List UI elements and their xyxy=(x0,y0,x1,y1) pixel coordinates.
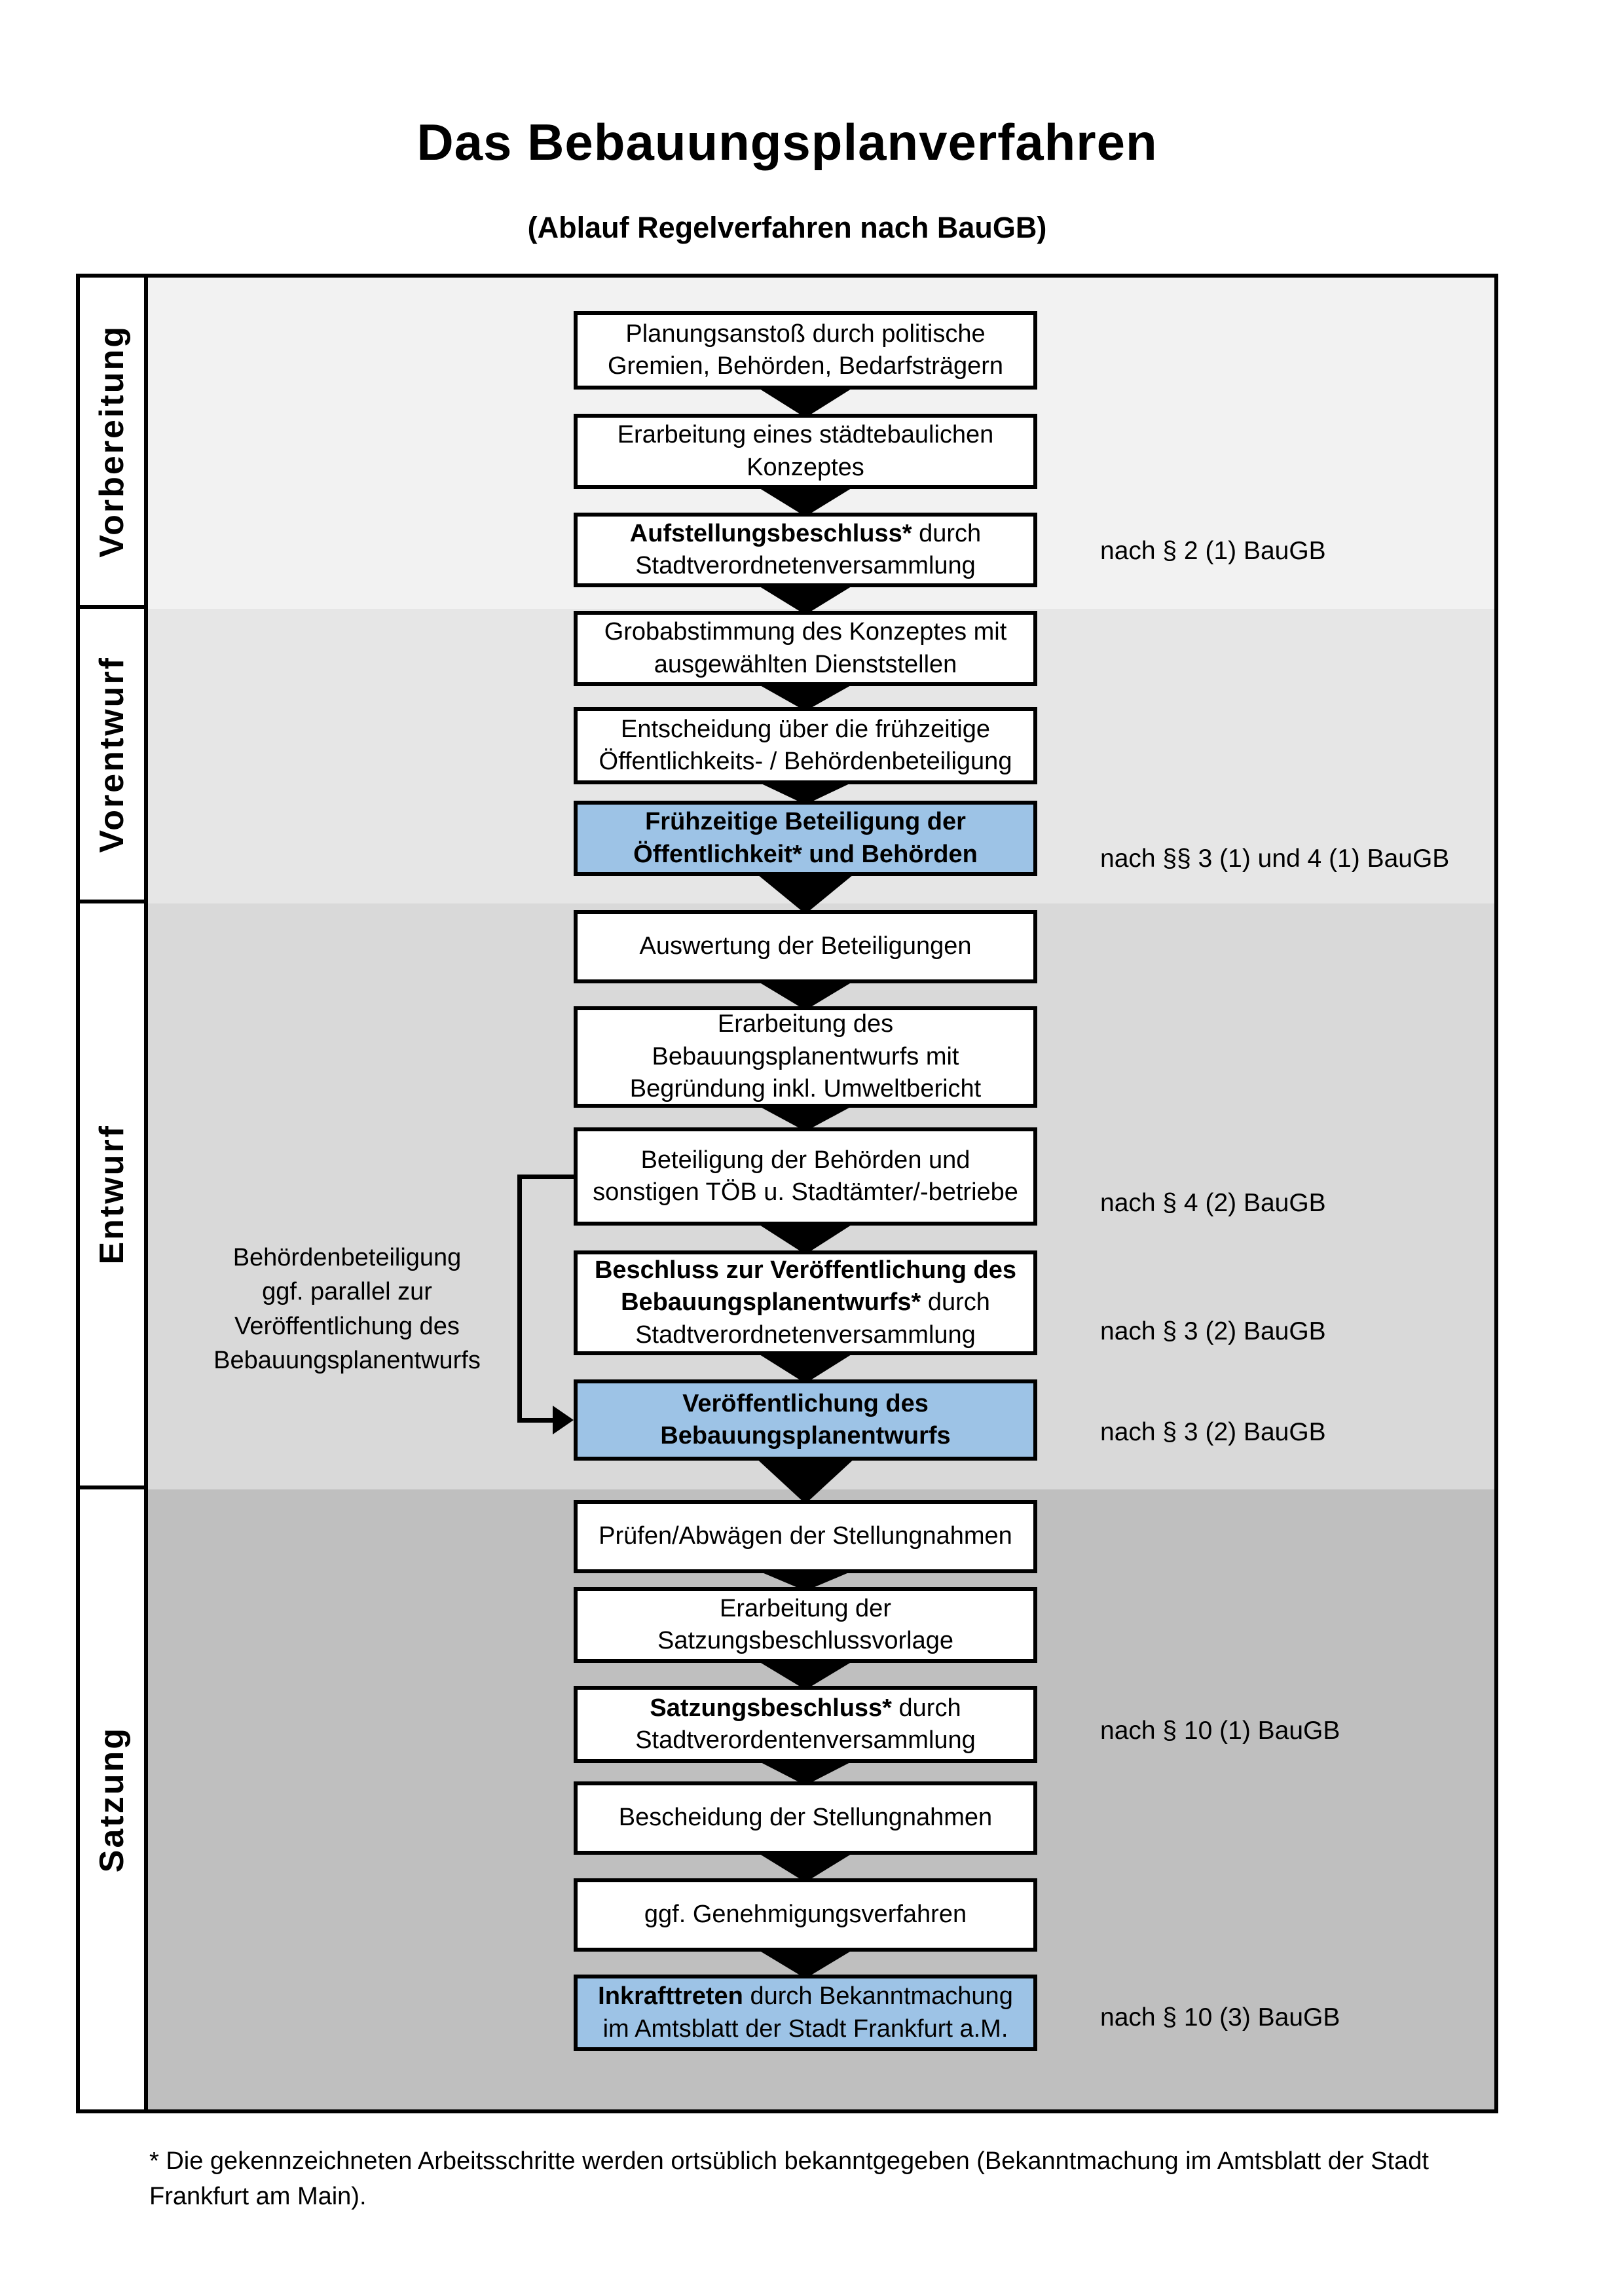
step-genehmigungsverfahren: ggf. Genehmigungsverfahren xyxy=(574,1878,1037,1952)
step-fruehzeitige-beteiligung: Frühzeitige Beteiligung der Öffentlichke… xyxy=(574,801,1037,876)
flow-arrow-down-icon xyxy=(754,485,857,517)
connector-line-bottom xyxy=(517,1418,554,1423)
footnote: * Die gekennzeichneten Arbeitsschritte w… xyxy=(149,2147,1429,2210)
connector-line-top xyxy=(517,1175,574,1179)
flow-arrow-down-icon xyxy=(754,583,857,615)
step-grobabstimmung: Grobabstimmung des Konzeptes mit ausgewä… xyxy=(574,611,1037,686)
step-erarbeitung-satzungsvorlage: Erarbeitung der Satzungsbeschlussvorlage xyxy=(574,1587,1037,1663)
step-satzungsbeschluss: Satzungsbeschluss* durch Stadtverordente… xyxy=(574,1686,1037,1763)
flow-arrow-down-icon xyxy=(754,1222,857,1254)
legal-reference: nach § 4 (2) BauGB xyxy=(1100,1189,1326,1217)
step-planungsanstoss: Planungsanstoß durch politische Gremien,… xyxy=(574,311,1037,390)
step-staedtebauliches-konzept: Erarbeitung eines städtebaulichen Konzep… xyxy=(574,414,1037,489)
step-behoerdenbeteiligung-toeb: Beteiligung der Behörden und sonstigen T… xyxy=(574,1127,1037,1226)
step-pruefen-abwaegen: Prüfen/Abwägen der Stellungnahmen xyxy=(574,1500,1037,1573)
legal-reference: nach § 10 (1) BauGB xyxy=(1100,1717,1340,1745)
side-note-behoerdenbeteiligung: Behördenbeteiligung ggf. parallel zur Ve… xyxy=(213,1244,481,1375)
step-inkrafttreten: Inkrafttreten durch Bekanntmachung im Am… xyxy=(574,1975,1037,2051)
flow-arrow-down-icon xyxy=(754,1351,857,1383)
phase-label-entwurf: Entwurf xyxy=(80,903,148,1489)
legal-reference: nach § 2 (1) BauGB xyxy=(1100,537,1326,565)
flow-arrow-down-icon xyxy=(754,1948,857,1978)
legal-reference: nach § 3 (2) BauGB xyxy=(1100,1418,1326,1446)
flow-arrow-down-icon xyxy=(754,1659,857,1690)
flow-arrow-down-icon xyxy=(754,1569,857,1591)
flow-arrow-down-icon xyxy=(754,1104,857,1131)
flow-arrow-down-icon xyxy=(754,1759,857,1785)
legal-reference: nach § 10 (3) BauGB xyxy=(1100,2003,1340,2032)
phase-label-vorentwurf: Vorentwurf xyxy=(80,609,148,903)
connector-arrowhead-icon xyxy=(553,1406,574,1434)
page-subtitle: (Ablauf Regelverfahren nach BauGB) xyxy=(527,211,1047,244)
step-beschluss-veroeffentlichung: Beschluss zur Veröffentlichung des Bebau… xyxy=(574,1250,1037,1355)
flow-arrow-down-icon xyxy=(754,872,857,914)
flow-arrow-down-icon xyxy=(754,780,857,805)
flow-arrow-down-icon xyxy=(754,979,857,1010)
step-veroeffentlichung-entwurf: Veröffentlichung des Bebauungsplanentwur… xyxy=(574,1379,1037,1461)
step-bescheidung-stellungnahmen: Bescheidung der Stellungnahmen xyxy=(574,1781,1037,1855)
page-title: Das Bebauungsplanverfahren xyxy=(416,113,1158,171)
flow-arrow-down-icon xyxy=(754,386,857,418)
phase-label-satzung: Satzung xyxy=(80,1489,148,2109)
phase-label-vorbereitung: Vorbereitung xyxy=(80,278,148,609)
step-erarbeitung-bebauungsplanentwurf: Erarbeitung des Bebauungsplanentwurfs mi… xyxy=(574,1006,1037,1108)
step-aufstellungsbeschluss: Aufstellungsbeschluss* durch Stadtverord… xyxy=(574,513,1037,587)
step-entscheidung-fruehzeitige-beteiligung: Entscheidung über die frühzeitige Öffent… xyxy=(574,707,1037,784)
legal-reference: nach §§ 3 (1) und 4 (1) BauGB xyxy=(1100,845,1450,873)
legal-reference: nach § 3 (2) BauGB xyxy=(1100,1317,1326,1345)
step-auswertung-beteiligungen: Auswertung der Beteiligungen xyxy=(574,910,1037,983)
flow-arrow-down-icon xyxy=(754,1457,857,1504)
connector-line-vertical xyxy=(517,1175,522,1423)
flow-arrow-down-icon xyxy=(754,682,857,711)
flow-arrow-down-icon xyxy=(754,1851,857,1882)
